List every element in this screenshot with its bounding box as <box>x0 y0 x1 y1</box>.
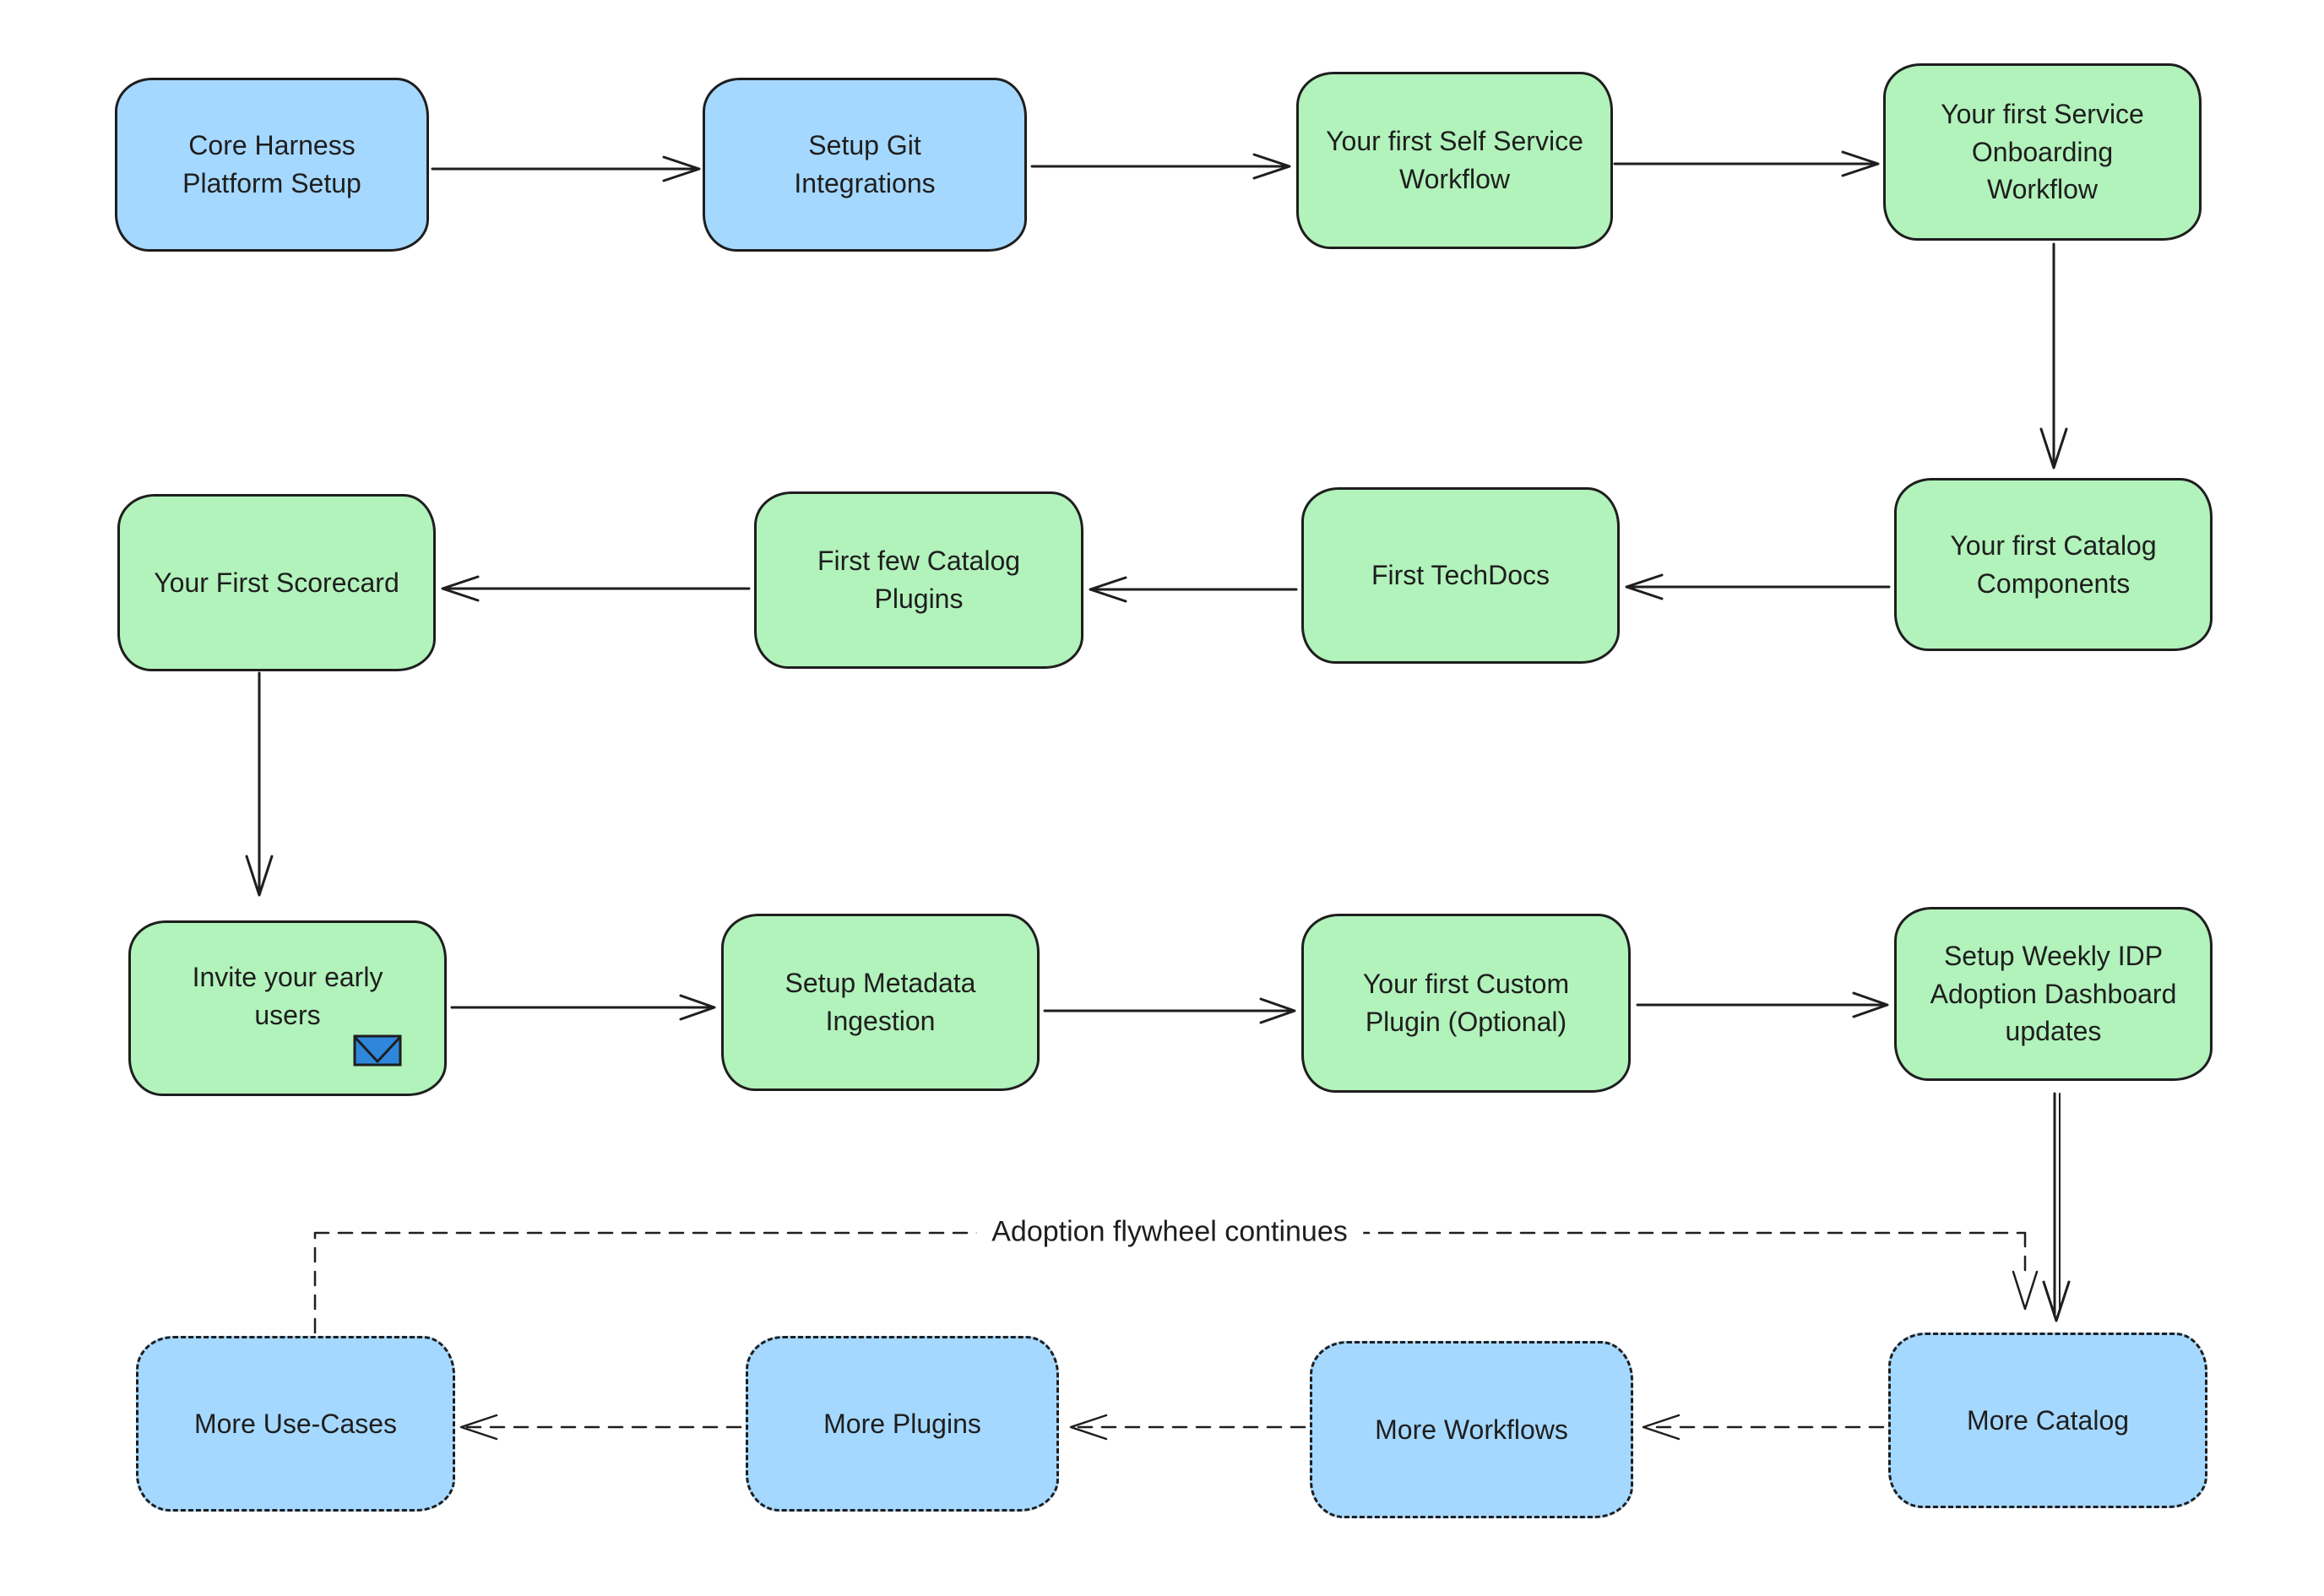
node-label: Your first Service Onboarding Workflow <box>1941 98 2144 205</box>
arrow-techdocs-to-catalog-plugins <box>1089 576 1298 603</box>
node-label: More Catalog <box>1966 1404 2130 1436</box>
flywheel-arrowhead <box>2012 1270 2039 1311</box>
node-label: First TechDocs <box>1371 560 1550 591</box>
arrow-onboarding-to-catalog-components <box>2039 242 2068 470</box>
arrow-scorecard-to-invite <box>245 671 274 897</box>
node-first-few-catalog-plugins: First few Catalog Plugins <box>754 491 1083 669</box>
node-more-workflows: More Workflows <box>1310 1341 1633 1518</box>
arrow-metadata-to-custom-plugin <box>1043 997 1296 1024</box>
node-first-techdocs: First TechDocs <box>1301 487 1620 664</box>
arrow-git-to-self-service <box>1030 153 1291 180</box>
node-weekly-idp-adoption-dashboard: Setup Weekly IDP Adoption Dashboard upda… <box>1894 907 2213 1081</box>
node-label: More Plugins <box>823 1408 981 1439</box>
arrow-invite-to-metadata <box>450 994 716 1021</box>
node-label: Core Harness Platform Setup <box>182 130 361 198</box>
arrow-more-catalog-to-more-workflows <box>1642 1414 1885 1441</box>
node-label: Setup Git Integrations <box>794 130 936 198</box>
flywheel-label: Adoption flywheel continues <box>976 1213 1363 1251</box>
node-setup-metadata-ingestion: Setup Metadata Ingestion <box>721 914 1040 1091</box>
node-first-catalog-components: Your first Catalog Components <box>1894 478 2213 651</box>
node-label: Your first Catalog Components <box>1950 529 2157 599</box>
node-label: First few Catalog Plugins <box>817 546 1021 614</box>
node-core-harness-platform-setup: Core Harness Platform Setup <box>115 78 429 252</box>
arrow-catalog-components-to-techdocs <box>1625 573 1891 600</box>
node-first-custom-plugin: Your first Custom Plugin (Optional) <box>1301 914 1631 1093</box>
node-label: Setup Weekly IDP Adoption Dashboard upda… <box>1930 940 2177 1047</box>
node-more-catalog: More Catalog <box>1888 1333 2207 1508</box>
node-first-scorecard: Your First Scorecard <box>117 494 436 671</box>
node-more-plugins: More Plugins <box>746 1336 1059 1512</box>
node-first-service-onboarding-workflow: Your first Service Onboarding Workflow <box>1883 63 2202 241</box>
arrow-more-workflows-to-more-plugins <box>1069 1414 1306 1441</box>
arrow-self-service-to-onboarding <box>1613 150 1880 177</box>
node-label: Setup Metadata Ingestion <box>785 968 976 1036</box>
arrow-weekly-dashboard-to-more-catalog <box>2042 1092 2071 1322</box>
node-first-self-service-workflow: Your first Self Service Workflow <box>1296 72 1613 249</box>
node-label: Invite your early users <box>192 962 383 1030</box>
node-label: More Workflows <box>1375 1414 1568 1445</box>
node-invite-early-users: Invite your early users <box>128 920 447 1096</box>
envelope-icon <box>353 1034 402 1067</box>
node-label: More Use-Cases <box>193 1408 398 1439</box>
node-label: Your First Scorecard <box>154 567 399 598</box>
node-more-use-cases: More Use-Cases <box>136 1336 455 1512</box>
arrow-core-to-git <box>431 155 701 182</box>
node-label: Your first Self Service Workflow <box>1326 126 1583 194</box>
arrow-catalog-plugins-to-scorecard <box>441 575 751 602</box>
node-setup-git-integrations: Setup Git Integrations <box>703 78 1027 252</box>
arrow-custom-plugin-to-weekly-dashboard <box>1636 991 1889 1018</box>
arrow-more-plugins-to-more-use-cases <box>459 1414 742 1441</box>
node-label: Your first Custom Plugin (Optional) <box>1362 969 1570 1037</box>
